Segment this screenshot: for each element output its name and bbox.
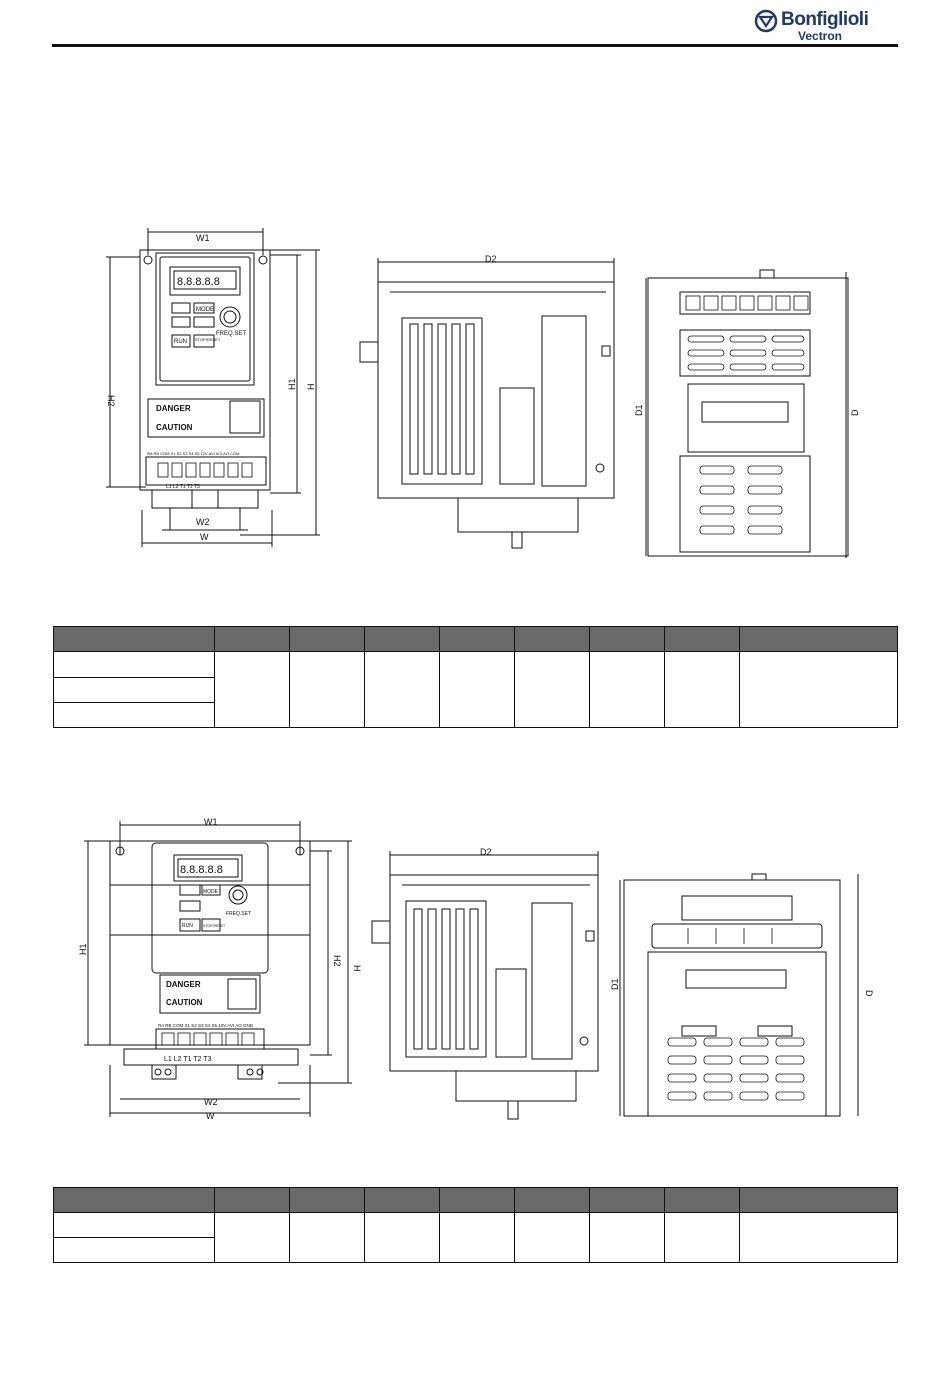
logo-icon bbox=[754, 9, 778, 33]
display-digits: 8.8.8.8.8 bbox=[180, 864, 223, 876]
reset-key-label: STOP/RESET bbox=[195, 337, 221, 342]
table2-header-cell bbox=[514, 1187, 590, 1213]
table2-header-cell bbox=[739, 1187, 898, 1213]
drawing2-front-view: W1 H1 H2 H W2 W 8.8.8.8.8 MODE RUN STOP/… bbox=[78, 817, 362, 1121]
table2-header-cell bbox=[53, 1187, 215, 1213]
table2-header-cell bbox=[439, 1187, 515, 1213]
dim-h1-label: H1 bbox=[78, 943, 88, 955]
terminal-power-labels: L1 L2 T1 T2 T3 bbox=[164, 1056, 212, 1063]
dim-h-label: H bbox=[306, 384, 316, 391]
table2-value-cell bbox=[589, 1212, 665, 1263]
table1-model-cell bbox=[53, 651, 215, 678]
dim-w2-label: W2 bbox=[196, 517, 210, 527]
table1-value-cell bbox=[214, 651, 290, 728]
table2-value-cell bbox=[439, 1212, 515, 1263]
table-row bbox=[53, 1212, 898, 1263]
danger-label: DANGER bbox=[156, 404, 191, 413]
dim-w2-label: W2 bbox=[204, 1097, 218, 1107]
dimension-table-1 bbox=[53, 626, 898, 728]
drawing2-side-view: D2 bbox=[371, 847, 599, 1120]
table1-header-cell bbox=[53, 626, 215, 652]
drawing1-front-view: W1 H2 H1 H W2 W 8.8.8.8.8 MODE RUN STOP/… bbox=[106, 228, 320, 547]
table2-model-cell bbox=[53, 1237, 215, 1263]
table2-header-cell bbox=[664, 1187, 740, 1213]
table2-value-cell bbox=[214, 1212, 290, 1263]
table-row bbox=[53, 651, 898, 728]
table1-value-cell bbox=[289, 651, 365, 728]
freq-set-label: FREQ.SET bbox=[226, 911, 251, 917]
table2-header-cell bbox=[214, 1187, 290, 1213]
terminal-power-labels: L1 L2 T1 T2 T3 bbox=[166, 484, 200, 490]
dim-d-label: D bbox=[850, 409, 860, 416]
dim-h1-label: H1 bbox=[287, 378, 297, 390]
table2-header-cell bbox=[289, 1187, 365, 1213]
header-rule bbox=[52, 44, 898, 47]
table2-header-cell bbox=[364, 1187, 440, 1213]
table-row bbox=[53, 677, 898, 703]
dim-w-label: W bbox=[200, 532, 209, 542]
dim-w1-label: W1 bbox=[196, 233, 210, 243]
mode-key-label: MODE bbox=[203, 889, 219, 895]
table1-value-cell bbox=[439, 651, 515, 728]
dim-h-label: H bbox=[352, 965, 362, 972]
caution-label: CAUTION bbox=[156, 423, 193, 432]
drawing1-side-view: D2 bbox=[359, 254, 615, 549]
table1-model-cell bbox=[53, 677, 215, 703]
table1-value-cell bbox=[664, 651, 740, 728]
dim-w-label: W bbox=[206, 1111, 215, 1121]
table1-header-cell bbox=[739, 626, 898, 652]
table1-value-cell bbox=[589, 651, 665, 728]
logo-brand-text: Bonfiglioli bbox=[781, 9, 869, 30]
drawing1-rear-view: D1 D bbox=[634, 269, 860, 558]
table1-model-cell bbox=[53, 702, 215, 728]
table1-header-cell bbox=[289, 626, 365, 652]
table1-header-cell bbox=[589, 626, 665, 652]
run-key-label: RUN bbox=[182, 923, 193, 929]
table2-header-row bbox=[53, 1187, 898, 1213]
display-digits: 8.8.8.8.8 bbox=[177, 276, 220, 288]
dim-d-label: D bbox=[864, 990, 874, 997]
dim-d1-label: D1 bbox=[610, 978, 620, 990]
table2-value-cell bbox=[514, 1212, 590, 1263]
terminal-top-labels: RA RB COM S1 S2 S3 S4 S5 10V AVI AO GND bbox=[158, 1023, 254, 1028]
table1-header-cell bbox=[364, 626, 440, 652]
dim-d2-label: D2 bbox=[485, 254, 497, 264]
table2-value-cell bbox=[739, 1212, 898, 1263]
mode-key-label: MODE bbox=[196, 307, 214, 313]
dim-h2-label: H2 bbox=[106, 395, 116, 407]
reset-key-label: STOP/RESET bbox=[203, 924, 226, 928]
run-key-label: RUN bbox=[174, 339, 187, 345]
table2-header-cell bbox=[589, 1187, 665, 1213]
dim-w1-label: W1 bbox=[204, 817, 218, 827]
table2-model-cell bbox=[53, 1212, 215, 1238]
table1-header-cell bbox=[514, 626, 590, 652]
drawing2-rear-view: D1 D bbox=[610, 873, 874, 1117]
dim-h2-label: H2 bbox=[332, 955, 342, 967]
table1-value-cell bbox=[514, 651, 590, 728]
danger-label: DANGER bbox=[166, 980, 201, 989]
table1-header-cell bbox=[439, 626, 515, 652]
table1-value-cell bbox=[739, 651, 898, 728]
caution-label: CAUTION bbox=[166, 998, 203, 1007]
company-logo: Bonfiglioli Vectron bbox=[752, 6, 892, 46]
dimension-table-2 bbox=[53, 1187, 898, 1263]
table2-value-cell bbox=[364, 1212, 440, 1263]
dim-d1-label: D1 bbox=[634, 404, 644, 416]
table1-header-row bbox=[53, 626, 898, 652]
terminal-top-labels: RA RB COM S1 S2 S3 S4 S5 12V AVI ACI AO … bbox=[147, 451, 239, 456]
dim-d2-label: D2 bbox=[480, 847, 492, 857]
table2-value-cell bbox=[664, 1212, 740, 1263]
freq-set-label: FREQ.SET bbox=[216, 331, 246, 337]
table1-value-cell bbox=[364, 651, 440, 728]
table1-header-cell bbox=[664, 626, 740, 652]
table1-header-cell bbox=[214, 626, 290, 652]
logo-sub-text: Vectron bbox=[798, 29, 843, 43]
table-row bbox=[53, 1237, 898, 1263]
table2-value-cell bbox=[289, 1212, 365, 1263]
table-row bbox=[53, 702, 898, 728]
